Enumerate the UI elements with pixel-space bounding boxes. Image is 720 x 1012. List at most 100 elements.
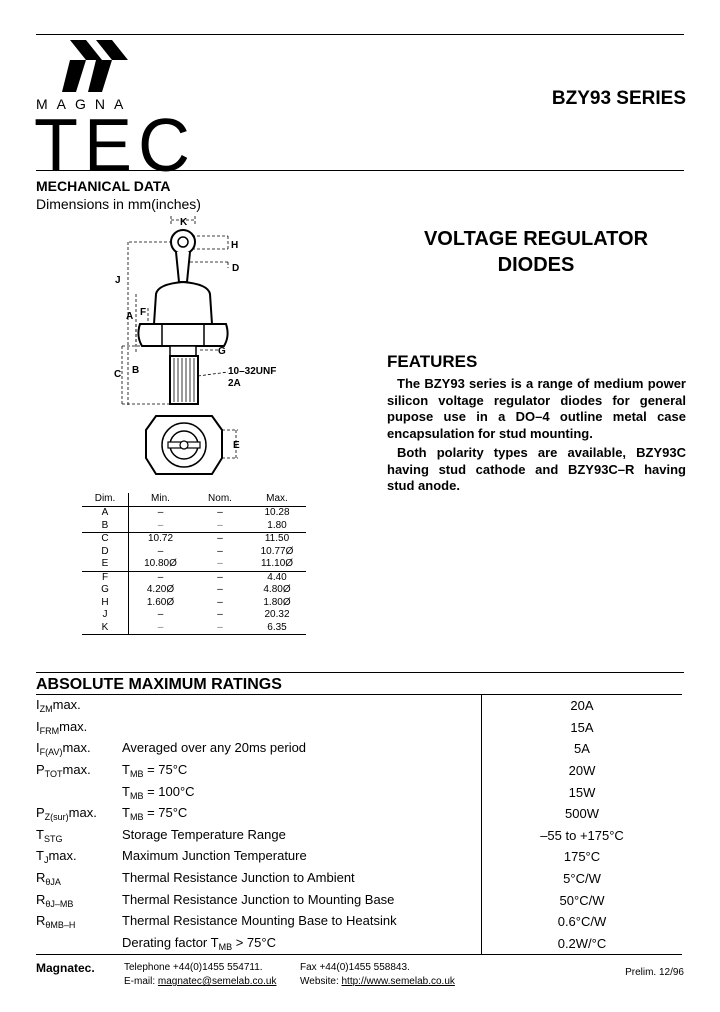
rating-condition: Storage Temperature Range (122, 825, 482, 847)
header-min: Min. (128, 493, 192, 507)
cell: 1.80Ø (263, 596, 291, 608)
cell: – (217, 596, 223, 608)
rating-symbol: IF(AV)max. (36, 738, 122, 760)
dim-label-e: E (233, 440, 240, 451)
rating-condition: Averaged over any 20ms period (122, 738, 482, 760)
condition-text: Storage Temperature Range (122, 826, 286, 842)
dim-label-d: D (232, 263, 240, 274)
dim-label-j: J (115, 275, 121, 286)
rating-symbol: PTOTmax. (36, 760, 122, 782)
cell: F (82, 570, 129, 584)
rating-value: 15A (481, 716, 682, 739)
rating-symbol: RθMB–H (36, 911, 122, 933)
dim-label-h: H (231, 240, 239, 251)
cell: J (82, 609, 129, 622)
dim-label-g: G (218, 346, 226, 357)
footer-website-row: Website: http://www.semelab.co.uk (300, 976, 455, 987)
header-max: Max. (248, 493, 306, 507)
dim-label-a: A (126, 311, 134, 322)
rating-condition: TMB = 75°C (122, 760, 482, 782)
condition-text: Derating factor T (122, 934, 219, 950)
rating-value: 0.6°C/W (481, 910, 682, 933)
logo-letters: MAGNA (36, 96, 133, 112)
rating-condition: Derating factor TMB > 75°C (122, 932, 482, 956)
ratings-rule (36, 672, 684, 673)
cell: – (157, 609, 164, 620)
cell: – (217, 584, 223, 595)
package-drawing (121, 216, 238, 475)
symbol-suffix: max. (48, 848, 77, 864)
rating-symbol: RθJA (36, 868, 122, 890)
thread-class-label: 2A (228, 378, 241, 389)
thread-label: 10–32UNF (228, 366, 277, 377)
rating-symbol: TJmax. (36, 846, 122, 868)
company-logo: MAGNA TEC (34, 36, 190, 184)
cell: 11.50 (248, 532, 306, 546)
table-row: B––1.80 (82, 519, 306, 533)
symbol-subscript: θJA (45, 877, 61, 888)
symbol-letter: I (36, 740, 40, 756)
cell: – (192, 570, 248, 584)
cell: 4.40 (248, 570, 306, 584)
condition-text: T (122, 805, 130, 821)
series-title: BZY93 SERIES (551, 88, 686, 109)
cell: B (82, 519, 129, 533)
symbol-letter: R (36, 913, 46, 929)
cell: 4.20Ø (146, 584, 175, 595)
cell: 20.32 (264, 609, 290, 620)
symbol-subscript: θMB–H (45, 920, 76, 931)
cell: D (82, 545, 129, 558)
features-body: The BZY93 series is a range of medium po… (387, 376, 686, 498)
symbol-letter: R (36, 870, 46, 886)
cell: 10.28 (264, 507, 290, 518)
features-paragraph-2: Both polarity types are available, BZY93… (387, 445, 686, 493)
rating-value: 15W (481, 781, 682, 803)
cell: – (157, 621, 164, 633)
table-row: J––20.32 (82, 609, 306, 622)
footer-website-link[interactable]: http://www.semelab.co.uk (341, 976, 455, 987)
condition-text: Maximum Junction Temperature (122, 848, 307, 864)
symbol-subscript: J (43, 855, 49, 866)
cell: – (157, 545, 164, 557)
table-row: A––10.28 (82, 506, 306, 520)
cell: A (82, 506, 129, 520)
footer-email-link[interactable]: magnatec@semelab.co.uk (157, 976, 277, 987)
footer-email-row: E-mail: magnatec@semelab.co.uk (124, 976, 276, 987)
rating-symbol (36, 932, 122, 956)
symbol-suffix: max. (62, 740, 91, 756)
rating-condition: Maximum Junction Temperature (122, 846, 482, 868)
product-title-line2: DIODES (497, 254, 575, 276)
symbol-letter: I (36, 718, 40, 734)
cell: 10.80Ø (144, 558, 177, 569)
features-heading: FEATURES (387, 352, 478, 371)
table-row: H 1.60Ø – 1.80Ø (82, 596, 306, 609)
cell: H (82, 596, 129, 609)
symbol-subscript: STG (43, 833, 63, 844)
condition-text: Thermal Resistance Junction to Mounting … (122, 891, 395, 907)
cell: 1.60Ø (146, 596, 175, 608)
rating-value: 50°C/W (481, 889, 682, 911)
rating-symbol (36, 781, 122, 803)
cell: – (128, 570, 192, 584)
cell: 10.72 (128, 532, 192, 546)
dimension-table-header: Dim. Min. Nom. Max. (82, 493, 306, 507)
dim-label-f: F (140, 307, 147, 318)
footer-company: Magnatec. (36, 961, 95, 975)
rating-condition: TMB = 100°C (122, 781, 482, 803)
cell: 6.35 (267, 621, 287, 633)
rating-value: 5A (481, 738, 682, 760)
header-rule (36, 170, 684, 171)
symbol-suffix: max. (62, 762, 91, 778)
cell: K (82, 621, 129, 635)
rating-symbol: RθJ–MB (36, 889, 122, 911)
cell: E (82, 558, 129, 571)
logo-arrows-icon (62, 40, 128, 92)
rating-symbol: TSTG (36, 825, 122, 847)
rating-value: 5°C/W (481, 867, 682, 890)
